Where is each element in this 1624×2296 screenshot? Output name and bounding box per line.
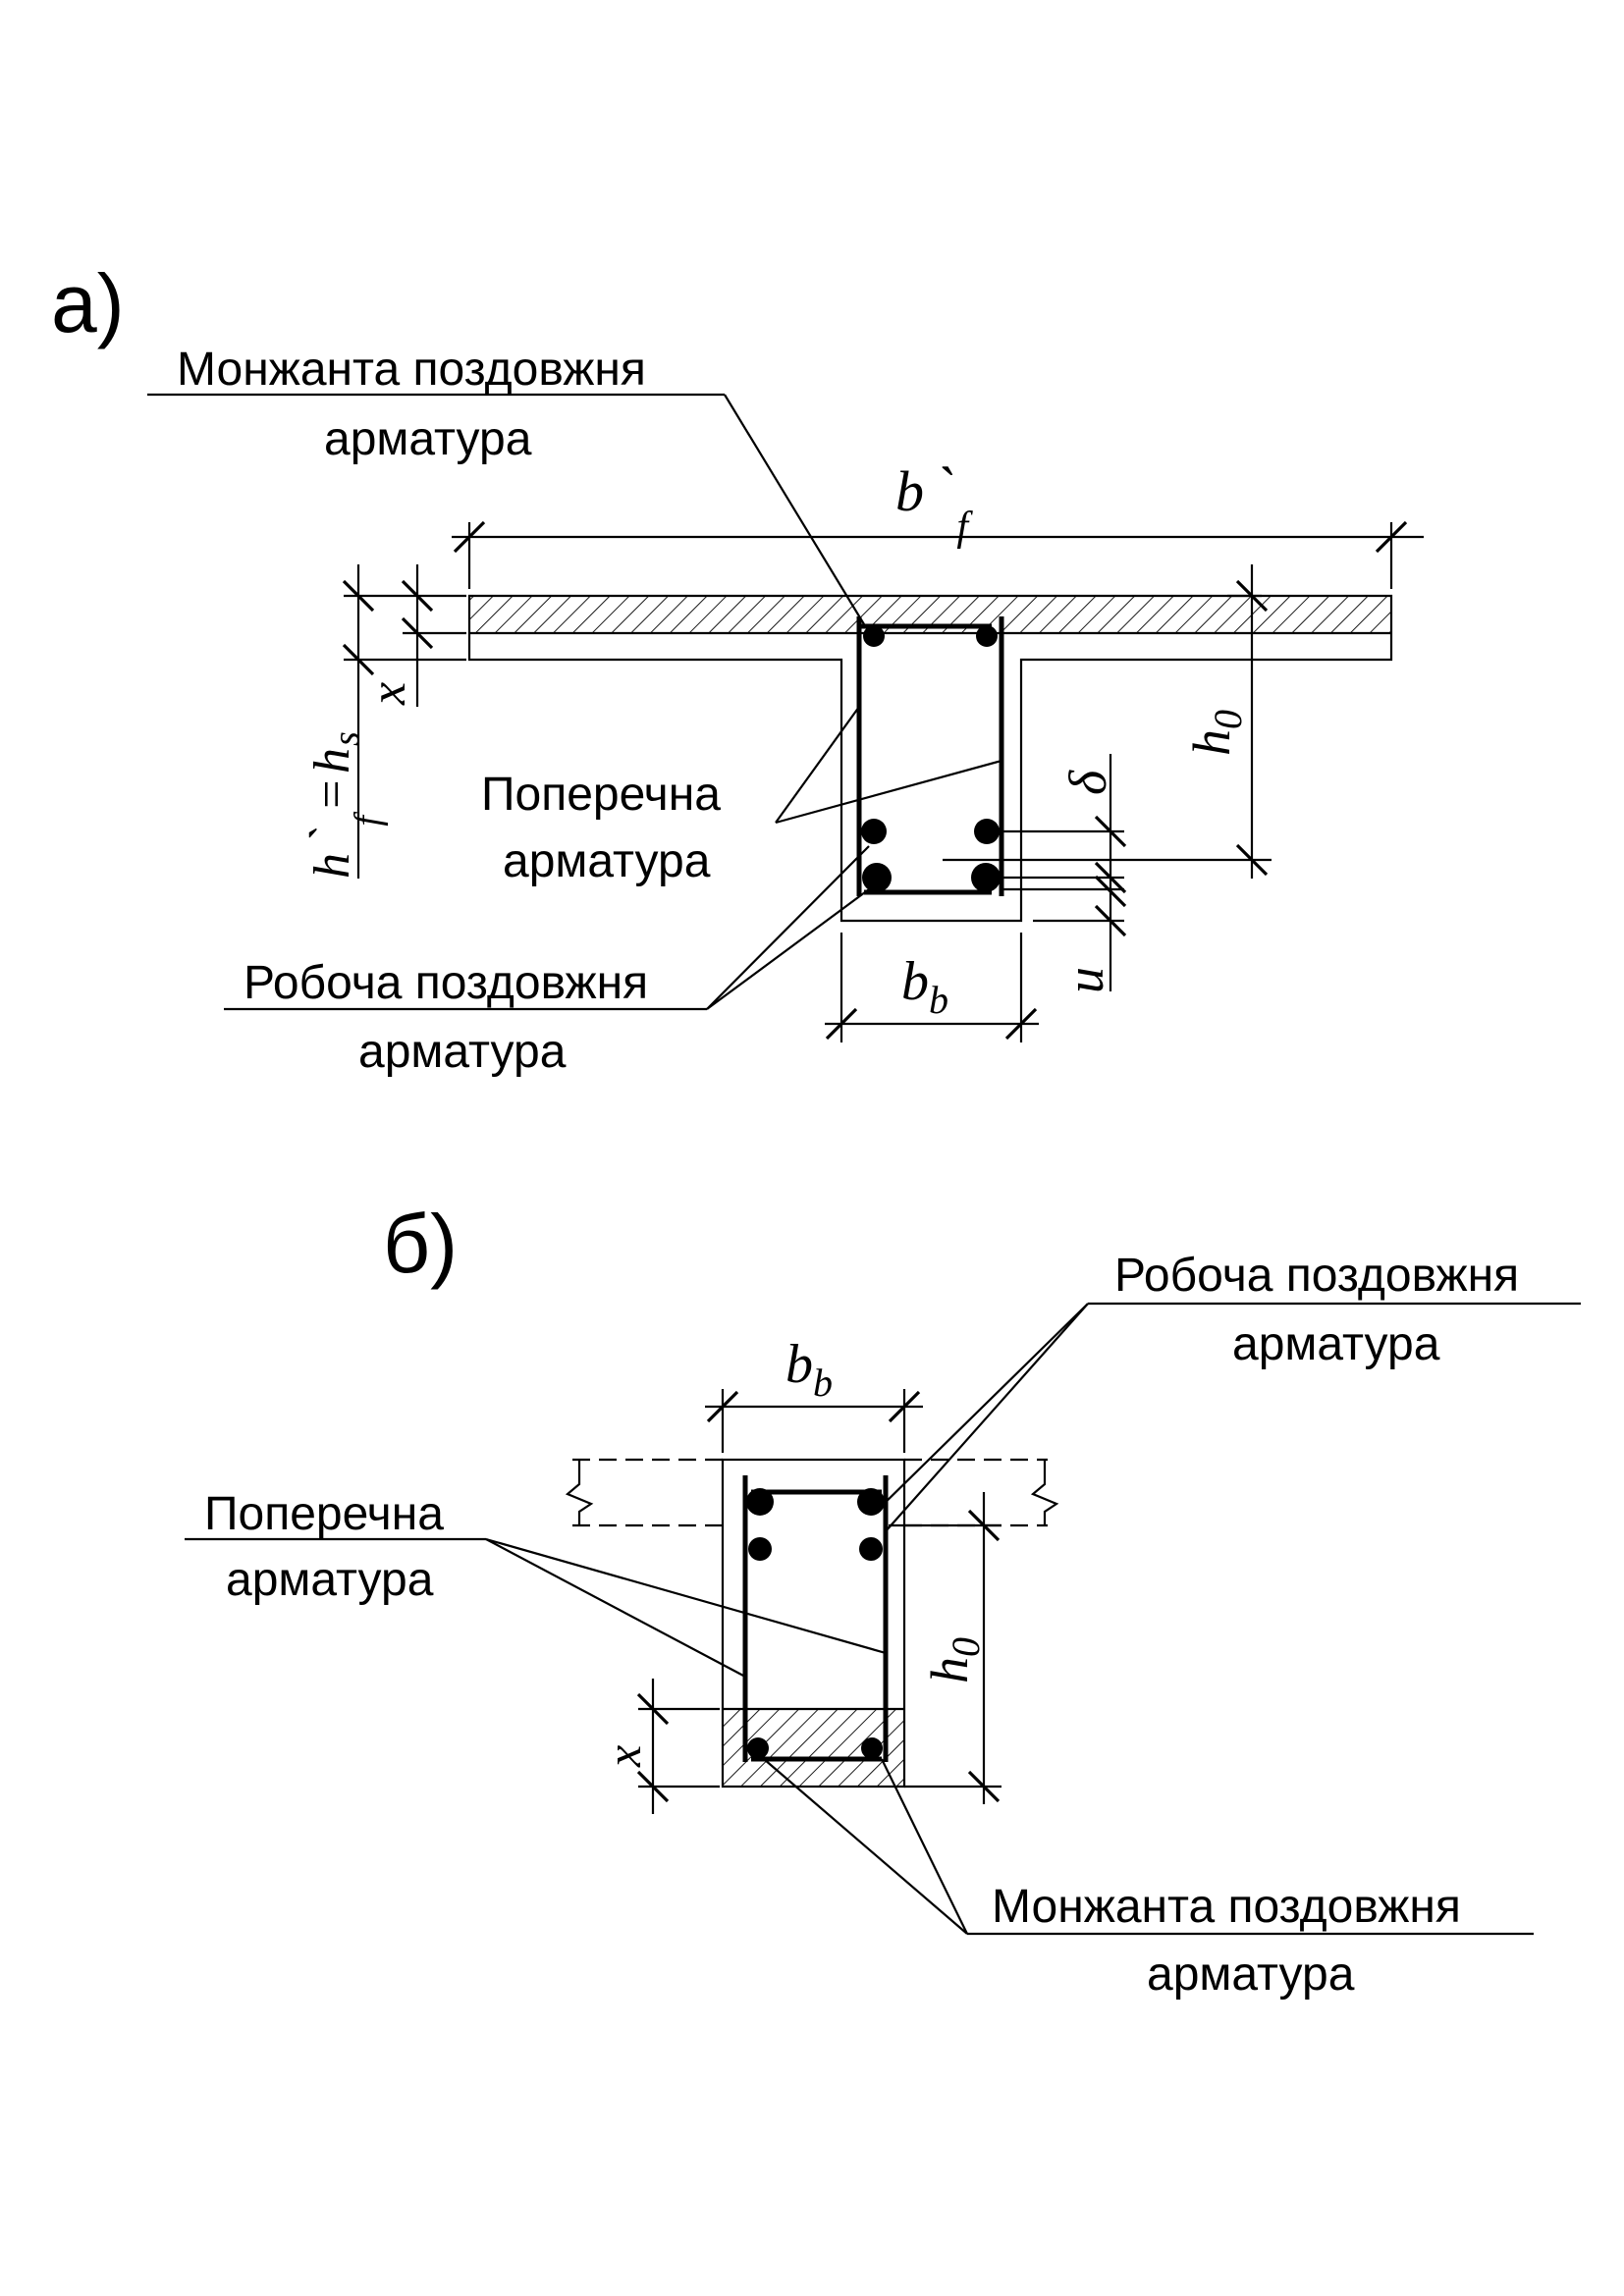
callout-stirrups bbox=[775, 706, 1002, 825]
callout-main-bars bbox=[224, 845, 870, 1011]
callout-main-bars-line2: арматура bbox=[358, 1026, 567, 1078]
top-bar bbox=[861, 1737, 883, 1759]
callout-main-bars-line1: Робоча поздовжня bbox=[244, 957, 648, 1009]
top-bar bbox=[976, 625, 998, 647]
panel-b-tag: б) bbox=[383, 1198, 458, 1290]
callout-top-bars bbox=[147, 393, 865, 625]
left-dimensions bbox=[342, 564, 466, 879]
callout-stirrups-line1: Поперечна bbox=[204, 1488, 444, 1540]
flange-depth-label: h`f=hs bbox=[300, 731, 389, 879]
effective-depth-label: h0 bbox=[920, 1637, 988, 1683]
callout-top-bars-line2: арматура bbox=[324, 413, 532, 465]
flange-width-label: b`f bbox=[895, 455, 973, 550]
top-bar bbox=[863, 625, 885, 647]
callout-main-bars bbox=[875, 1302, 1581, 1532]
main-bar bbox=[861, 819, 887, 844]
dashed-slab bbox=[565, 1458, 1059, 1527]
bar-spacing-label: δ bbox=[1058, 770, 1117, 795]
compression-zone-dimension bbox=[636, 1679, 720, 1814]
cover-dimensions bbox=[1001, 754, 1127, 991]
callout-stirrups-line1: Поперечна bbox=[481, 769, 721, 821]
main-bar bbox=[748, 1537, 772, 1561]
web-width-dimension bbox=[705, 1389, 923, 1453]
effective-depth-label: h0 bbox=[1182, 710, 1250, 756]
main-bar bbox=[974, 819, 1000, 844]
web-width-label: bb bbox=[901, 951, 948, 1022]
flange-width-dimension bbox=[452, 520, 1424, 589]
callout-top-bars bbox=[763, 1758, 1534, 1936]
t-section-outline bbox=[467, 594, 1393, 923]
callout-top-bars-line1: Монжанта поздовжня bbox=[992, 1881, 1461, 1933]
main-bar bbox=[857, 1488, 885, 1516]
panel-a-tag: а) bbox=[51, 257, 125, 349]
effective-depth-dimension bbox=[889, 1492, 1001, 1804]
callout-main-bars-line2: арматура bbox=[1232, 1318, 1440, 1370]
web-width-label: bb bbox=[785, 1334, 833, 1405]
callout-main-bars-line1: Робоча поздовжня bbox=[1114, 1250, 1519, 1302]
effective-depth-dimension bbox=[943, 564, 1272, 879]
main-bar bbox=[859, 1537, 883, 1561]
compression-zone-label: x bbox=[596, 1745, 651, 1768]
panel-b: б) b bbox=[185, 1198, 1581, 2001]
callout-stirrups bbox=[185, 1537, 887, 1678]
main-bar bbox=[971, 863, 1001, 892]
cover-label: u bbox=[1056, 967, 1114, 993]
web-width-dimension bbox=[825, 933, 1039, 1042]
top-bar bbox=[747, 1737, 769, 1759]
main-bar bbox=[862, 863, 892, 892]
compression-zone-label: x bbox=[360, 682, 416, 706]
main-bar bbox=[746, 1488, 774, 1516]
panel-a: а) b`f bbox=[51, 257, 1424, 1078]
rect-section-outline bbox=[721, 1458, 906, 1789]
callout-stirrups-line2: арматура bbox=[503, 835, 711, 887]
callout-stirrups-line2: арматура bbox=[226, 1554, 434, 1606]
callout-top-bars-line1: Монжанта поздовжня bbox=[177, 344, 646, 396]
callout-top-bars-line2: арматура bbox=[1147, 1949, 1355, 2001]
